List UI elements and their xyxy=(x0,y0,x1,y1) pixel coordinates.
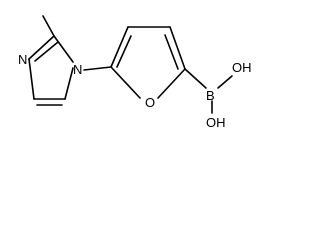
bond-furan-c3-c2 xyxy=(169,26,186,70)
bond-c2-n3 xyxy=(28,35,55,60)
bond-furan-c5-c4 xyxy=(110,26,129,68)
atom-boron-label: B xyxy=(206,88,215,103)
chemical-structure: N N O B OH OH xyxy=(18,15,252,130)
bond-furan-c5-c4-double xyxy=(116,35,132,68)
bond-boron-oh-upper xyxy=(217,75,233,89)
bond-furan-boron xyxy=(184,68,207,89)
atom-oh-lower-label: OH xyxy=(206,115,226,130)
bond-c2-n1 xyxy=(53,35,74,63)
atom-oh-upper-label: OH xyxy=(232,60,252,75)
bond-c5-n1 xyxy=(64,67,74,100)
bond-n3-c4 xyxy=(28,58,35,100)
bond-methyl-c2 xyxy=(42,15,55,37)
bond-furan-o-c2 xyxy=(157,68,186,99)
bond-furan-c5-o xyxy=(110,66,141,99)
bond-n1-furan xyxy=(83,66,112,71)
bond-furan-c3-c2-double xyxy=(164,34,179,70)
atom-n1-label: N xyxy=(73,62,82,77)
structure-canvas: N N O B OH OH xyxy=(18,15,252,130)
atom-n3-label: N xyxy=(18,52,27,67)
bond-c2-n3-double xyxy=(34,41,59,62)
atom-furan-o-label: O xyxy=(145,95,155,110)
